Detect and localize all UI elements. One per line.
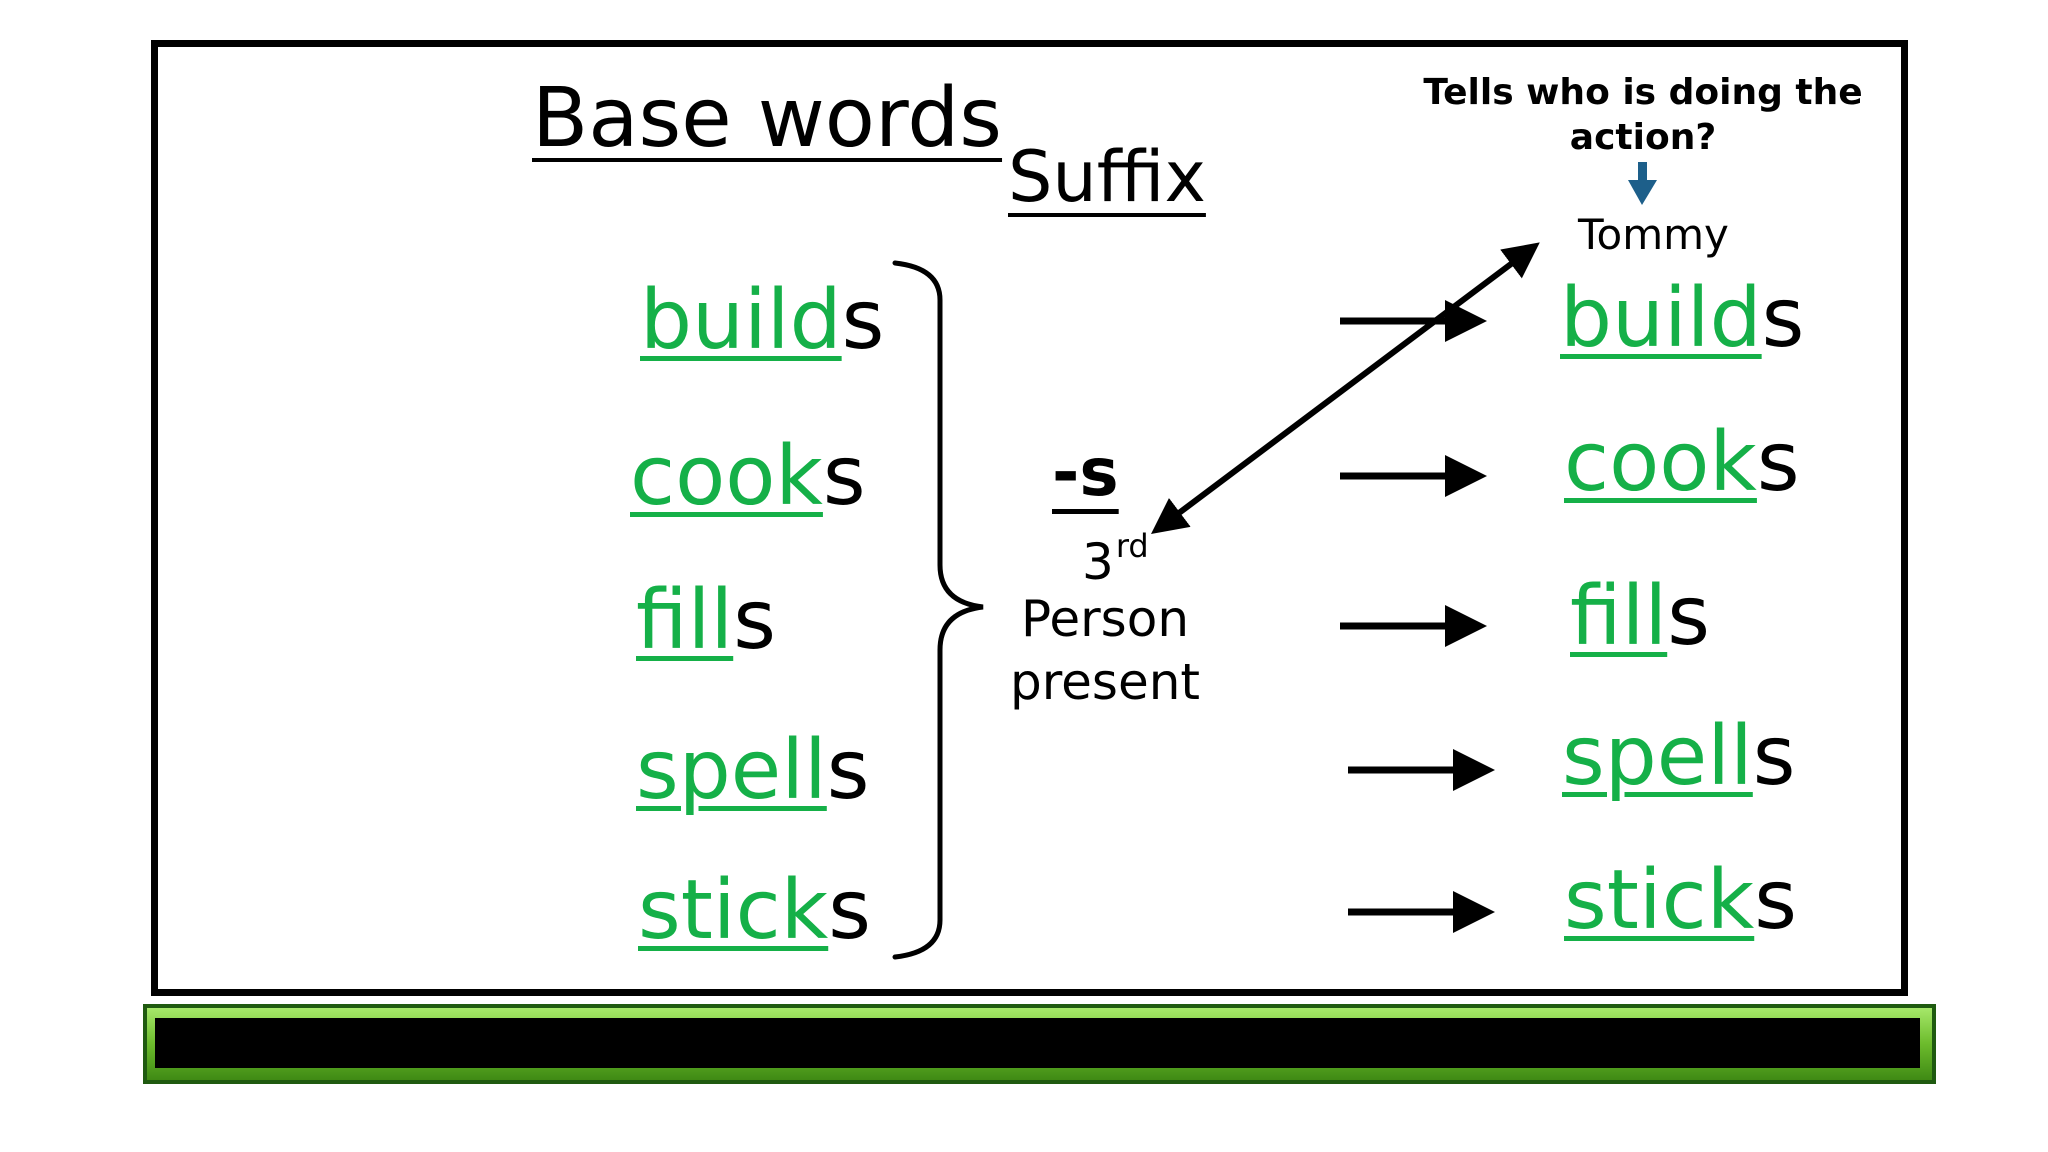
ordinal-number: 3 <box>1082 533 1114 591</box>
ordinal-label: 3rd <box>1082 530 1149 587</box>
down-arrow-icon <box>1628 162 1657 205</box>
left-word-cooks: cooks <box>630 436 866 518</box>
left-word-base: build <box>640 273 842 368</box>
subject-label: Tommy <box>1578 210 1729 259</box>
right-word-suffix: s <box>1756 415 1800 510</box>
right-word-cooks: cooks <box>1564 422 1800 504</box>
right-brace <box>892 260 984 960</box>
right-word-base: stick <box>1564 853 1755 948</box>
board-tray <box>143 1004 1936 1084</box>
suffix-heading: Suffix <box>1008 136 1206 218</box>
person-line-1: Person <box>1020 590 1190 648</box>
base-words-heading: Base words <box>532 71 1003 166</box>
left-word-builds: builds <box>640 280 884 362</box>
left-word-base: fill <box>636 573 734 668</box>
right-word-base: build <box>1560 271 1762 366</box>
right-word-builds: builds <box>1560 278 1804 360</box>
right-word-sticks: sticks <box>1564 860 1797 942</box>
left-word-suffix: s <box>826 723 870 818</box>
person-line-2: present <box>1009 652 1201 711</box>
left-word-fills: fills <box>636 580 776 662</box>
left-word-suffix: s <box>822 429 866 524</box>
whiteboard <box>151 40 1908 996</box>
tray-inner <box>155 1018 1920 1068</box>
diagonal-double-arrow <box>1151 242 1540 534</box>
right-word-suffix: s <box>1754 853 1797 948</box>
right-word-base: spell <box>1562 709 1753 804</box>
ordinal-suffix: rd <box>1115 527 1149 565</box>
left-word-sticks: sticks <box>638 870 871 952</box>
person-label: Person present <box>975 588 1235 713</box>
left-word-base: cook <box>630 429 823 524</box>
question-text: Tells who is doing the action? <box>1423 72 1863 158</box>
suffix-mark: -s <box>1052 434 1119 511</box>
left-word-spells: spells <box>636 730 870 812</box>
left-word-base: spell <box>636 723 827 818</box>
right-word-fills: fills <box>1570 576 1710 658</box>
left-word-suffix: s <box>828 863 871 958</box>
right-word-suffix: s <box>1752 709 1796 804</box>
right-word-suffix: s <box>1667 569 1710 664</box>
right-word-spells: spells <box>1562 716 1796 798</box>
right-word-base: fill <box>1570 569 1668 664</box>
left-word-suffix: s <box>733 573 776 668</box>
left-word-base: stick <box>638 863 829 958</box>
left-word-suffix: s <box>841 273 885 368</box>
right-word-base: cook <box>1564 415 1757 510</box>
right-word-suffix: s <box>1761 271 1805 366</box>
